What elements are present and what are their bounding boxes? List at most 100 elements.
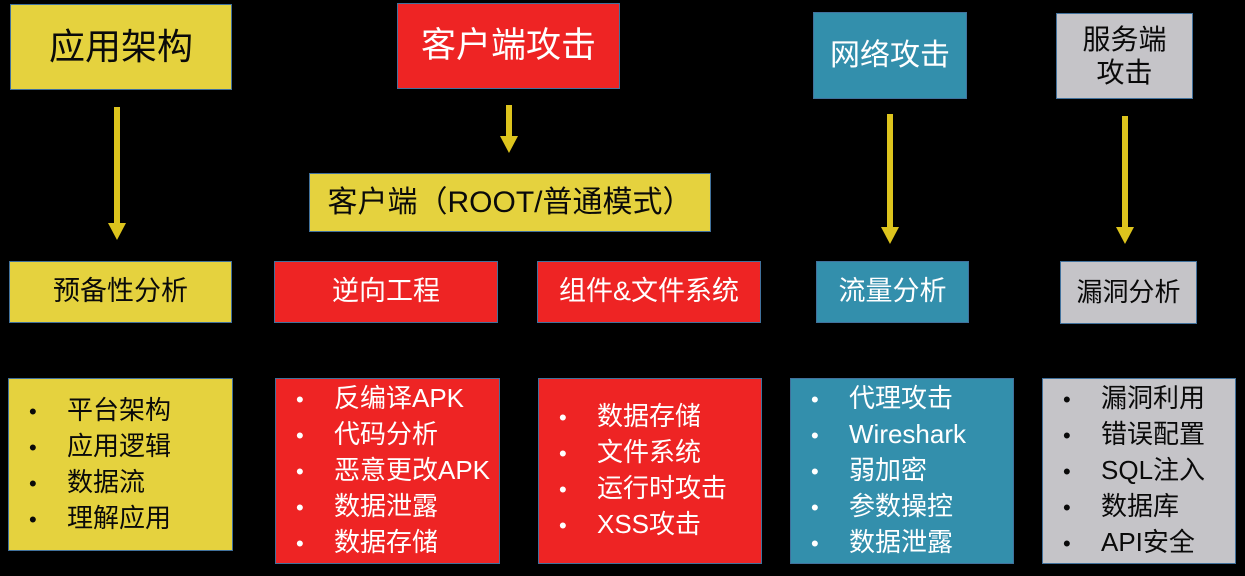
list-item-label: 文件系统 [597,437,702,467]
list-item-label: 数据流 [67,466,146,497]
list-item-label: 数据存储 [334,527,439,557]
detail-box-traffic-analysis: •代理攻击 • Wireshark • 弱加密 • 参数操控 • 数据泄露 [790,378,1014,564]
top-box-network-attack: 网络攻击 [813,12,967,99]
list-item: • 漏洞利用 [1059,381,1235,417]
arrow-client-to-root-icon [500,105,518,153]
list-item-label: 数据泄露 [334,491,439,521]
reverse-engineering-list: • 反编译APK • 代码分析 • 恶意更改APK • 数据泄露 • 数据存储 [276,381,499,561]
bullet-icon: • [29,470,37,496]
detail-box-reverse-engineering: • 反编译APK • 代码分析 • 恶意更改APK • 数据泄露 • 数据存储 [275,378,500,564]
top-box-server-attack: 服务端 攻击 [1056,13,1193,99]
detail-box-components-filesystem: • 数据存储 • 文件系统 • 运行时攻击 • XSS攻击 [538,378,762,564]
list-item: • 数据流 [25,465,232,501]
stage-box-vulnerability-analysis: 漏洞分析 [1060,261,1197,324]
list-item-label: Wireshark [849,419,967,449]
list-item-label: 反编译APK [334,383,465,413]
arrow-network-to-traffic-icon [881,114,899,244]
stage-box-components-filesystem: 组件&文件系统 [537,261,761,323]
list-item: • 数据库 [1059,489,1235,525]
stage-box-components-filesystem-label: 组件&文件系统 [558,276,739,307]
list-item-label: 数据泄露 [849,527,954,557]
bullet-icon: • [559,405,567,430]
bullet-icon: • [559,441,567,466]
list-item: • 参数操控 [807,489,1013,525]
list-item: • Wireshark [807,417,1013,453]
stage-box-preliminary-analysis-label: 预备性分析 [53,276,188,307]
list-item-label: 参数操控 [849,491,954,521]
traffic-analysis-list: •代理攻击 • Wireshark • 弱加密 • 参数操控 • 数据泄露 [791,381,1013,561]
list-item-label: 运行时攻击 [597,473,728,503]
list-item: • 数据存储 [292,525,499,561]
detail-box-vulnerability-analysis: • 漏洞利用 • 错误配置 • SQL注入 • 数据库 • API安全 [1042,378,1236,564]
list-item-label: 代码分析 [334,419,439,449]
bullet-icon: • [1063,387,1071,412]
top-box-app-architecture-label: 应用架构 [48,25,193,67]
list-item-label: 弱加密 [849,455,928,485]
bullet-icon: • [1063,495,1071,520]
bullet-icon: • [1063,531,1071,556]
bullet-icon: • [29,398,37,424]
stage-box-traffic-analysis: 流量分析 [816,261,969,323]
bullet-icon: • [811,495,819,520]
bullet-icon: • [296,423,304,448]
stage-box-reverse-engineering: 逆向工程 [274,261,498,323]
list-item-label: 错误配置 [1101,419,1206,449]
list-item-label: 漏洞利用 [1101,383,1206,413]
bullet-icon: • [29,506,37,532]
bullet-icon: • [811,531,819,556]
list-item: • 数据泄露 [807,525,1013,561]
bullet-icon: • [559,477,567,502]
mid-box-client-root-mode: 客户端（ROOT/普通模式） [309,173,711,232]
list-item: • 弱加密 [807,453,1013,489]
list-item: •代理攻击 [807,381,1013,417]
list-item-label: 应用逻辑 [67,430,172,461]
list-item: • 数据泄露 [292,489,499,525]
list-item-label: 平台架构 [67,394,172,425]
list-item: • SQL注入 [1059,453,1235,489]
stage-box-traffic-analysis-label: 流量分析 [838,276,947,307]
top-box-network-attack-label: 网络攻击 [830,38,950,72]
arrow-server-to-vuln-icon [1116,116,1134,244]
list-item: • 数据存储 [555,399,761,435]
list-item: • 运行时攻击 [555,471,761,507]
components-filesystem-list: • 数据存储 • 文件系统 • 运行时攻击 • XSS攻击 [539,399,761,543]
top-box-app-architecture: 应用架构 [10,4,232,90]
list-item: • 理解应用 [25,501,232,537]
list-item: • XSS攻击 [555,507,761,543]
list-item: • 错误配置 [1059,417,1235,453]
bullet-icon: • [811,423,819,448]
list-item: • API安全 [1059,525,1235,561]
list-item: • 平台架构 [25,393,232,429]
list-item-label: XSS攻击 [597,509,702,539]
bullet-icon: • [296,459,304,484]
list-item: • 应用逻辑 [25,429,232,465]
bullet-icon: • [559,513,567,538]
stage-box-preliminary-analysis: 预备性分析 [9,261,232,323]
detail-box-preliminary-analysis: • 平台架构 • 应用逻辑 • 数据流 • 理解应用 [8,378,233,551]
list-item: • 反编译APK [292,381,499,417]
list-item-label: 恶意更改APK [334,455,491,485]
bullet-icon: • [811,459,819,484]
bullet-icon: • [1063,459,1071,484]
bullet-icon: • [296,495,304,520]
list-item-label: 数据存储 [597,401,702,431]
top-box-client-attack: 客户端攻击 [397,3,620,89]
top-box-server-attack-label: 服务端 攻击 [1082,23,1167,88]
preliminary-analysis-list: • 平台架构 • 应用逻辑 • 数据流 • 理解应用 [9,393,232,537]
list-item-label: API安全 [1101,527,1195,557]
list-item: • 恶意更改APK [292,453,499,489]
list-item-label: 理解应用 [67,502,172,533]
bullet-icon: • [296,531,304,556]
arrow-app-to-preliminary-icon [108,107,126,240]
bullet-icon: • [29,434,37,460]
top-box-client-attack-label: 客户端攻击 [420,26,596,66]
stage-box-reverse-engineering-label: 逆向工程 [332,276,440,307]
list-item-label: 代理攻击 [849,383,954,413]
bullet-icon: • [296,387,304,412]
bullet-icon: • [1063,423,1071,448]
list-item: • 代码分析 [292,417,499,453]
list-item-label: 数据库 [1101,491,1180,521]
list-item-label: SQL注入 [1101,455,1206,485]
vulnerability-analysis-list: • 漏洞利用 • 错误配置 • SQL注入 • 数据库 • API安全 [1043,381,1235,561]
